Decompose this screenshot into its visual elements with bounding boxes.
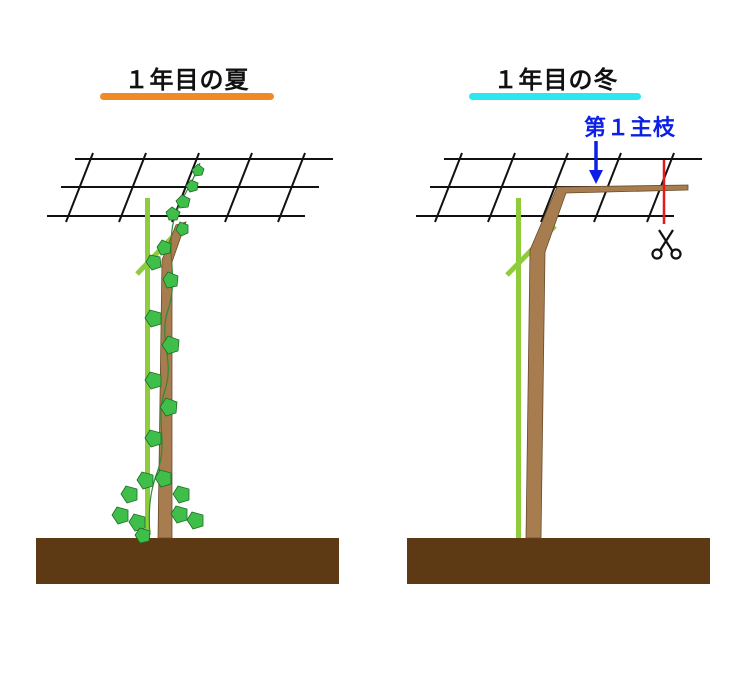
summer-trunk [157, 221, 187, 539]
winter-title-underline [469, 93, 641, 100]
winter-title: １年目の冬 [493, 66, 619, 94]
winter-trunk [525, 184, 689, 539]
summer-leaves [111, 163, 205, 544]
summer-title: １年目の夏 [124, 66, 250, 94]
scissors-icon [651, 229, 682, 260]
branch-arrow [589, 141, 603, 184]
summer-title-underline [100, 93, 274, 100]
first-main-branch-label: 第１主枝 [584, 116, 677, 141]
summer-soil [36, 538, 339, 584]
winter-soil [407, 538, 710, 584]
